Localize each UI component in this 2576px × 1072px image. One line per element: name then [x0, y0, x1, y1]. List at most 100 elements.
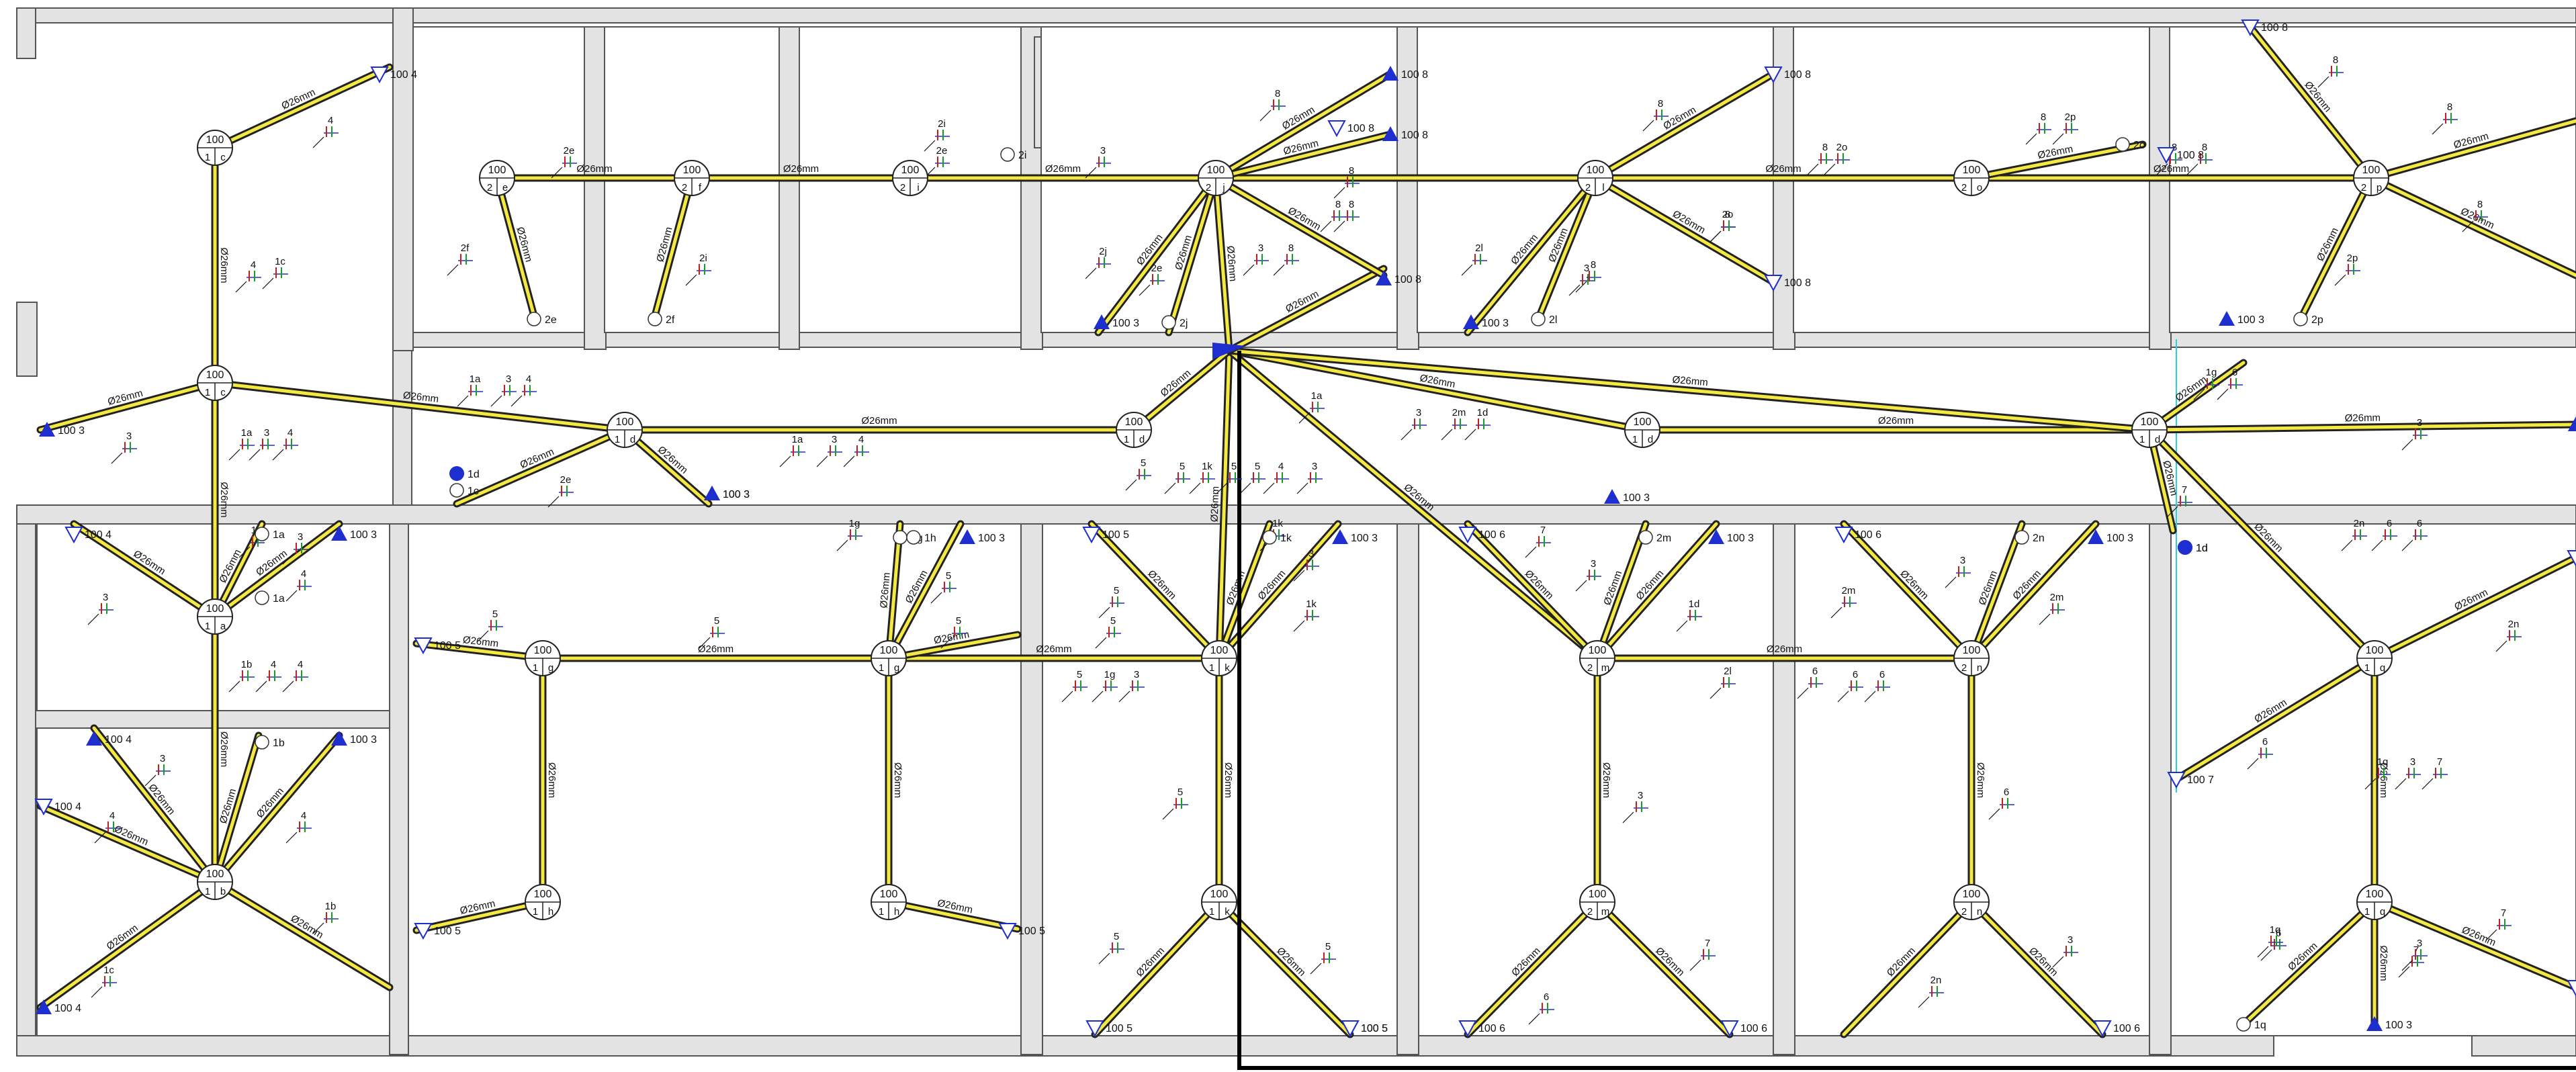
- leader-line: [1575, 281, 1587, 293]
- wall: [392, 7, 414, 351]
- fitting-label: 1c: [275, 256, 285, 267]
- pipe-segment: [1214, 72, 1392, 180]
- pipe-segment: [92, 726, 217, 884]
- leader-line: [1945, 576, 1957, 588]
- leader-line: [1298, 412, 1311, 424]
- fitting-label: 7: [2182, 484, 2187, 496]
- outlet-label: 100 8: [1347, 123, 1374, 134]
- wall: [16, 302, 38, 377]
- node-top-value: 100: [206, 603, 224, 615]
- valve-fitting: 1k: [1189, 461, 1215, 494]
- fitting-label: 3: [1312, 461, 1317, 472]
- open-circle-icon: [648, 312, 662, 326]
- leader-line: [1259, 109, 1272, 122]
- supply-triangle-icon: [1708, 529, 1724, 544]
- valve-fitting: 1q: [2364, 756, 2391, 790]
- outlet-symbol: 100 5: [998, 923, 1045, 940]
- pipe-segment: [887, 633, 1020, 660]
- wall: [389, 523, 409, 1055]
- pipe-segment: [1595, 522, 1718, 660]
- leader-line: [2156, 163, 2168, 175]
- outlet-label: 100 5: [1102, 529, 1129, 541]
- open-circle-icon: [527, 312, 541, 326]
- pipe-segment: [2174, 656, 2377, 781]
- valve-fitting: 1k: [1293, 598, 1319, 632]
- leader-line: [1085, 167, 1097, 179]
- pipe-segment: [1969, 142, 2145, 180]
- outlet-label: 2j: [1180, 318, 1188, 329]
- outlet-label: 2o: [2133, 140, 2145, 151]
- fitting-label: 4: [328, 115, 333, 126]
- fitting-label: 2l: [1724, 666, 1732, 677]
- open-circle-icon: [906, 530, 921, 545]
- valve-fitting: 3: [1243, 242, 1269, 276]
- pipe-diameter-label: Ø26mm: [698, 643, 734, 655]
- outlet-symbol: 1h: [906, 530, 936, 545]
- pipe-segment: [1969, 900, 2104, 1036]
- outlet-label: 100 3: [350, 529, 377, 541]
- outlet-label: 100 3: [2106, 533, 2133, 544]
- return-triangle-icon: [998, 923, 1017, 940]
- valve-fitting: 1d: [1676, 598, 1702, 632]
- node-top-value: 100: [1210, 889, 1229, 900]
- outlet-symbol: 1b: [255, 735, 285, 750]
- outlet-symbol: 100 3: [1708, 529, 1754, 544]
- node-left-value: 2: [900, 182, 905, 193]
- outlet-symbol: 100 3: [2088, 529, 2133, 544]
- fitting-label: 4: [301, 810, 306, 821]
- outlet-symbol: 100 4: [36, 999, 81, 1014]
- valve-fitting: 2e: [1139, 263, 1165, 296]
- node-right-value: m: [1601, 906, 1610, 918]
- open-circle-icon: [1638, 530, 1653, 545]
- fitting-label: 2i: [699, 253, 707, 264]
- return-triangle-icon: [1458, 527, 1477, 544]
- node-top-value: 100: [1963, 889, 1981, 900]
- node-right-value: q: [2380, 662, 2385, 674]
- leader-line: [2341, 539, 2353, 551]
- pipe-segment: [414, 900, 545, 932]
- valve-fitting: 3: [1296, 461, 1323, 494]
- valve-fitting: 3: [1945, 555, 1971, 588]
- fitting-label: 8: [2333, 54, 2338, 66]
- leader-line: [2186, 163, 2199, 175]
- valve-fitting: 3: [249, 427, 275, 461]
- valve-fitting: 4: [94, 810, 120, 844]
- outlet-label: 100 5: [1018, 926, 1045, 937]
- outlet-label: 100 8: [2177, 150, 2204, 161]
- fitting-label: 6: [1544, 991, 1549, 1003]
- node-left-value: 2: [1206, 182, 1211, 193]
- pipe-segment: [623, 428, 711, 506]
- fitting-label: 8: [1822, 142, 1828, 153]
- fitting-label: 2e: [1151, 263, 1163, 274]
- node-left-value: 1: [533, 662, 538, 674]
- pipe-segment: [1593, 72, 1775, 180]
- supply-triangle-icon: [1463, 314, 1479, 329]
- open-circle-icon: [893, 530, 907, 545]
- leader-line: [1164, 482, 1176, 494]
- outlet-symbol: 100 4: [34, 799, 81, 816]
- fitting-label: 1k: [1306, 598, 1317, 610]
- pipe-segment: [887, 900, 1020, 931]
- pipe-diameter-label: Ø26mm: [892, 762, 903, 798]
- outlet-label: 100 3: [58, 425, 85, 437]
- leader-line: [1216, 482, 1228, 494]
- supply-triangle-icon: [39, 422, 55, 437]
- valve-fitting: 8: [2317, 54, 2344, 88]
- leader-line: [1988, 808, 2000, 820]
- leader-line: [2052, 133, 2064, 145]
- valve-fitting: 2i: [685, 253, 711, 286]
- pipe-diameter-label: Ø26mm: [2345, 412, 2381, 425]
- outlet-label: 100 5: [1106, 1023, 1132, 1034]
- outlet-symbol: 1k: [1262, 530, 1292, 545]
- outlet-symbol: 100 3: [704, 486, 750, 500]
- valve-fitting: 3: [2395, 756, 2421, 790]
- leader-line: [2422, 778, 2434, 790]
- outlet-label: 100 5: [1361, 1023, 1388, 1034]
- fitting-label: 4: [251, 259, 256, 271]
- fitting-label: 8: [1658, 98, 1663, 109]
- fitting-label: 6: [1853, 669, 1858, 680]
- outlet-symbol: 100 6: [2093, 1020, 2140, 1038]
